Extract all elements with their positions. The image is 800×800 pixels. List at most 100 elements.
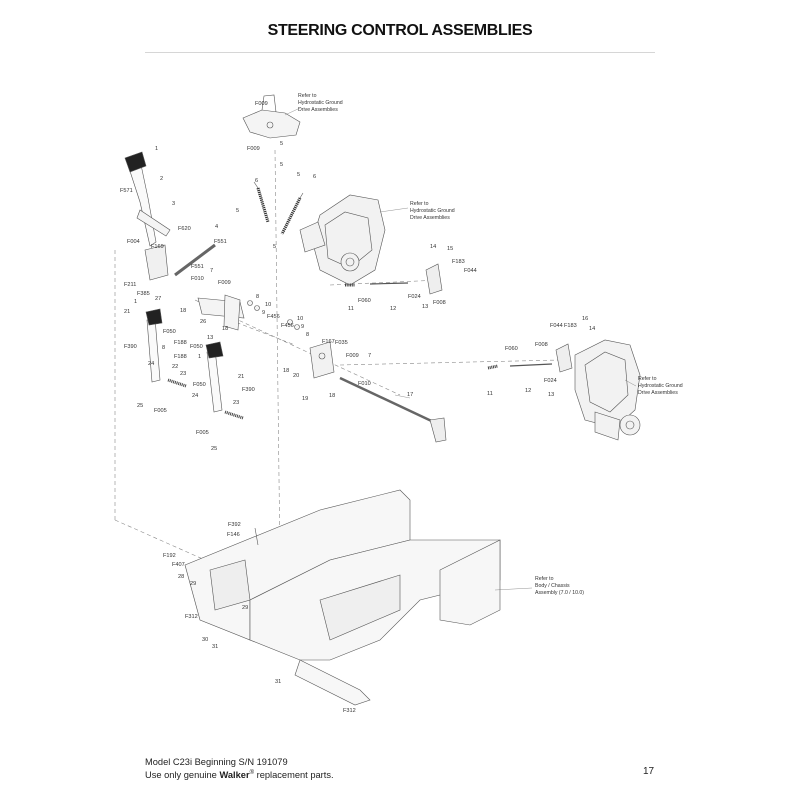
callout: 13 <box>548 392 554 398</box>
callout: 10 <box>297 316 303 322</box>
reference-note-middle: Refer to Hydrostatic Ground Drive Assemb… <box>410 201 455 221</box>
callout: F183 <box>452 259 465 265</box>
callout: 27 <box>155 296 161 302</box>
callout: 9 <box>262 310 265 316</box>
callout: 11 <box>487 391 493 397</box>
svg-text:Assembly (7.0 / 10.0): Assembly (7.0 / 10.0) <box>535 590 584 596</box>
callout: 5 <box>280 141 283 147</box>
callout: 25 <box>137 403 143 409</box>
callout: F010 <box>191 276 204 282</box>
callout: F010 <box>358 381 371 387</box>
callout: F009 <box>255 101 268 107</box>
hydrostatic-drive-unit-right <box>574 339 641 441</box>
svg-text:Body / Chassis: Body / Chassis <box>535 583 570 589</box>
callout: 10 <box>265 302 271 308</box>
brand-name: Walker <box>219 770 250 781</box>
callout: 12 <box>525 388 531 394</box>
callout: F004 <box>127 239 140 245</box>
svg-text:Drive Assemblies: Drive Assemblies <box>410 215 450 221</box>
callout: 6 <box>313 174 316 180</box>
callout: F008 <box>433 300 446 306</box>
callout: 5 <box>273 244 276 250</box>
svg-text:Refer to: Refer to <box>410 201 429 207</box>
part-callouts: F009 F009 1 2 F571 3 F620 4 F551 F004 F1… <box>120 101 595 714</box>
callout: 7 <box>368 353 371 359</box>
callout: F050 <box>193 382 206 388</box>
callout: F024 <box>408 294 421 300</box>
svg-text:Refer to: Refer to <box>535 576 554 582</box>
callout: 14 <box>430 244 436 250</box>
callout: F390 <box>242 387 255 393</box>
callout: F188 <box>174 354 187 360</box>
callout: F188 <box>174 340 187 346</box>
lever-pivot-assembly <box>197 294 300 331</box>
page-number: 17 <box>643 766 655 777</box>
reference-note-right: Refer to Hydrostatic Ground Drive Assemb… <box>638 376 683 396</box>
callout: 25 <box>211 446 217 452</box>
callout: F407 <box>172 562 185 568</box>
callout: F456 <box>281 323 294 329</box>
svg-text:Hydrostatic Ground: Hydrostatic Ground <box>410 208 455 214</box>
callout: 2 <box>160 176 163 182</box>
callout: 1 <box>198 354 201 360</box>
callout: 29 <box>190 581 196 587</box>
callout: 31 <box>275 679 281 685</box>
callout: 5 <box>236 208 239 214</box>
steering-springs <box>253 181 304 235</box>
callout: 8 <box>162 345 165 351</box>
top-mount-bracket <box>242 94 301 139</box>
model-line: Model C23i Beginning S/N 191079 <box>145 757 288 767</box>
reference-note-body: Refer to Body / Chassis Assembly (7.0 / … <box>535 576 584 596</box>
callout: 19 <box>302 396 308 402</box>
callout: F456 <box>267 314 280 320</box>
callout: 16 <box>582 316 588 322</box>
callout: 8 <box>306 332 309 338</box>
svg-text:Refer to: Refer to <box>638 376 657 382</box>
title-rule <box>145 52 655 53</box>
callout: F183 <box>564 323 577 329</box>
callout: F060 <box>358 298 371 304</box>
callout: F551 <box>191 264 204 270</box>
callout: F192 <box>163 553 176 559</box>
callout: F390 <box>124 344 137 350</box>
leader-lines <box>284 107 637 591</box>
callout: F620 <box>178 226 191 232</box>
svg-text:Drive Assemblies: Drive Assemblies <box>298 107 338 113</box>
callout: 24 <box>148 361 154 367</box>
svg-text:Drive Assemblies: Drive Assemblies <box>638 390 678 396</box>
chassis-body <box>184 489 501 706</box>
callout: 21 <box>238 374 244 380</box>
callout: 24 <box>192 393 198 399</box>
callout: 3 <box>172 201 175 207</box>
callout: F008 <box>535 342 548 348</box>
callout: 7 <box>210 268 213 274</box>
callout: 22 <box>172 364 178 370</box>
svg-text:Hydrostatic Ground: Hydrostatic Ground <box>298 100 343 106</box>
callout: F009 <box>346 353 359 359</box>
left-steering-lever <box>124 151 216 281</box>
callout: F167 <box>322 339 335 345</box>
callout: F005 <box>196 430 209 436</box>
page-title: STEERING CONTROL ASSEMBLIES <box>267 22 533 39</box>
hand-levers <box>145 308 244 420</box>
callout: F312 <box>185 614 198 620</box>
callout: 1 <box>155 146 158 152</box>
callout: 18 <box>329 393 335 399</box>
callout: 18 <box>283 368 289 374</box>
callout: F044 <box>464 268 477 274</box>
callout: 31 <box>212 644 218 650</box>
callout: 30 <box>202 637 208 643</box>
callout: 4 <box>215 224 218 230</box>
callout: 11 <box>348 306 354 312</box>
callout: 5 <box>280 162 283 168</box>
callout: F312 <box>343 708 356 714</box>
right-pivot-bracket <box>309 341 335 379</box>
callout: F050 <box>163 329 176 335</box>
callout: F169 <box>151 244 164 250</box>
callout: F024 <box>544 378 557 384</box>
callout: F009 <box>247 146 260 152</box>
callout: 9 <box>301 324 304 330</box>
callout: F551 <box>214 239 227 245</box>
callout: 23 <box>233 400 239 406</box>
